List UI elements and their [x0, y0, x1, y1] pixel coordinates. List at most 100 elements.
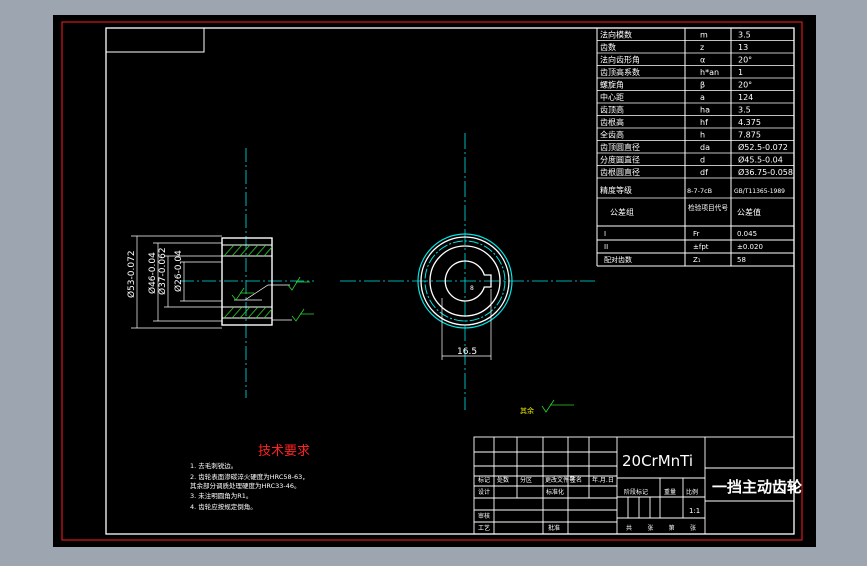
- tol-value: 0.045: [737, 230, 757, 238]
- param-symbol: ha: [700, 106, 710, 115]
- tb-approve: 批准: [548, 524, 560, 532]
- addendum-circle: [417, 233, 513, 329]
- param-name: 法向齿形角: [600, 55, 640, 65]
- param-symbol: m: [700, 31, 708, 40]
- precision-value: 8-7-7cB: [687, 187, 712, 195]
- title-block: [473, 436, 795, 535]
- tech-title: 技术要求: [258, 444, 310, 459]
- tip-circle: [420, 236, 510, 326]
- tech-item-2a: 2. 齿轮表面渗碳淬火硬度为HRC58-63，: [190, 472, 309, 481]
- param-value: 13: [738, 43, 748, 52]
- precision-label: 精度等级: [600, 185, 632, 195]
- tb-stage: 阶段标记: [624, 488, 648, 496]
- dim-keyway: 16.5: [457, 347, 477, 357]
- tb-weight: 重量: [664, 488, 676, 496]
- tech-item-3: 3. 未注明圆角为R1。: [190, 491, 252, 500]
- tb-standard: 标准化: [546, 488, 564, 496]
- svg-text:8: 8: [470, 285, 474, 292]
- outer-border: [61, 21, 803, 541]
- param-symbol: da: [700, 143, 710, 152]
- param-value: 3.5: [738, 31, 751, 40]
- param-symbol: z: [700, 43, 704, 52]
- tb-header: 签名: [570, 476, 582, 484]
- param-symbol: h: [700, 131, 705, 140]
- precision-standard: GB/T11365-1989: [734, 188, 785, 195]
- param-value: 3.5: [738, 106, 751, 115]
- tol-value: 58: [737, 256, 746, 264]
- gear-section-outline: [221, 237, 273, 326]
- param-name: 中心距: [600, 92, 624, 102]
- dim-bore: Ø26-0.04: [173, 250, 184, 292]
- param-symbol: α: [700, 56, 705, 65]
- title-block-text: 20CrMnTi 一挡主动齿轮 1:1 标记处数分区更改文件号签名年.月.日 设…: [478, 452, 802, 532]
- gear-parameter-table: 法向模数 m 3.5 齿数 z 13 法向齿形角 α 20° 齿顶高系数 h*an 1 螺旋角 β 20° 中…: [596, 28, 794, 267]
- pitch-circle: [424, 240, 506, 322]
- tb-design: 设计: [478, 488, 490, 496]
- param-name: 齿根高: [600, 117, 624, 127]
- roughness-leaders: [234, 284, 292, 321]
- inner-frame: [105, 27, 795, 535]
- dim-root: Ø37-0.062: [157, 247, 168, 295]
- param-symbol: hf: [700, 118, 708, 127]
- tb-scale: 比例: [686, 488, 698, 496]
- dim-od: Ø53-0.072: [126, 250, 137, 298]
- roughness-symbol: [231, 276, 314, 322]
- param-value: Ø52.5-0.072: [738, 142, 788, 152]
- scale-value: 1:1: [689, 507, 700, 515]
- tol-code: Z₁: [693, 256, 701, 264]
- section-hatching: [223, 244, 273, 319]
- rest-roughness-label: 其余: [520, 406, 534, 415]
- tol-group: 配对齿数: [604, 255, 632, 264]
- tol-group: I: [604, 230, 606, 238]
- param-name: 齿顶高系数: [600, 67, 640, 77]
- param-name: 分度圆直径: [600, 155, 640, 165]
- param-symbol: a: [700, 93, 705, 102]
- rest-roughness-symbol: [541, 399, 574, 413]
- tb-header: 更改文件号: [545, 476, 575, 484]
- tol-header-item: 检验项目代号: [688, 203, 728, 212]
- part-name: 一挡主动齿轮: [712, 478, 802, 496]
- tol-value: ±0.020: [737, 243, 763, 251]
- tb-craft: 工艺: [478, 524, 490, 532]
- param-name: 齿顶高: [600, 105, 624, 115]
- keyway-bore: [444, 260, 492, 302]
- tol-header-group: 公差组: [610, 207, 634, 217]
- tb-audit: 审核: [478, 512, 490, 520]
- technical-requirements: 技术要求 1. 去毛刺锐边。 2. 齿轮表面渗碳淬火硬度为HRC58-63， 其…: [190, 444, 310, 511]
- param-value: 1: [738, 68, 743, 77]
- param-name: 全齿高: [600, 130, 624, 140]
- tech-item-4: 4. 齿轮应按规定倒角。: [190, 502, 257, 511]
- param-symbol: β: [700, 81, 705, 90]
- tb-header: 处数: [497, 476, 509, 484]
- param-name: 齿顶圆直径: [600, 142, 640, 152]
- param-name: 齿数: [600, 42, 616, 52]
- param-value: Ø45.5-0.04: [738, 155, 783, 165]
- param-name: 螺旋角: [600, 80, 624, 90]
- tol-code: ±fpt: [693, 243, 709, 251]
- tech-item-1: 1. 去毛刺锐边。: [190, 461, 237, 470]
- section-view: Ø53-0.072 Ø46-0.04 Ø37-0.062 Ø26-0.04: [126, 148, 314, 398]
- tol-header-value: 公差值: [737, 207, 761, 217]
- param-value: 20°: [738, 56, 752, 65]
- front-view: 16.5 8 其余: [340, 133, 595, 415]
- tb-header: 标记: [478, 476, 490, 484]
- param-symbol: df: [700, 168, 708, 177]
- param-value: 4.375: [738, 118, 761, 127]
- dim-pitch: Ø46-0.04: [147, 252, 158, 294]
- tb-header: 分区: [520, 476, 532, 484]
- param-name: 法向模数: [600, 30, 632, 40]
- param-symbol: d: [700, 156, 705, 165]
- param-name: 齿根圆直径: [600, 167, 640, 177]
- root-circle: [429, 245, 501, 317]
- tol-code: Fr: [693, 230, 700, 238]
- param-symbol: h*an: [700, 68, 719, 77]
- param-value: 124: [738, 93, 753, 102]
- param-value: 7.875: [738, 131, 761, 140]
- param-value: 20°: [738, 81, 752, 90]
- tech-item-2b: 其余部分调质处理硬度为HRC33-46。: [190, 481, 301, 490]
- tol-group: II: [604, 243, 608, 251]
- param-value: Ø36.75-0.058: [738, 167, 793, 177]
- drawing-code-box: [105, 27, 205, 53]
